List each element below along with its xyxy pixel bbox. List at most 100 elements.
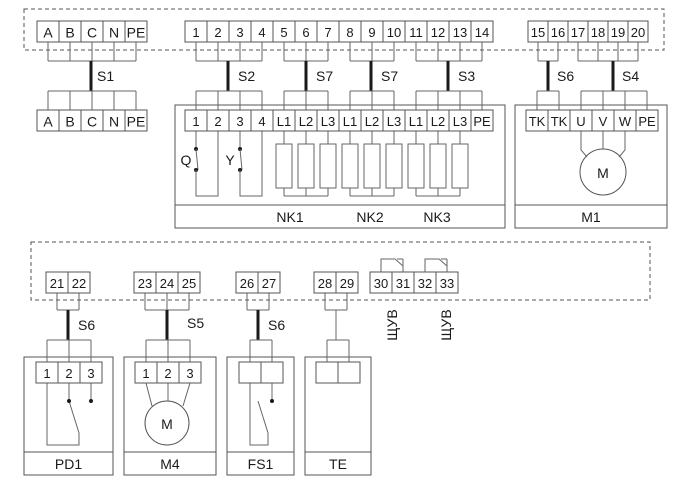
terminal-label: 16 <box>551 25 565 40</box>
terminal-label: 2 <box>214 114 221 129</box>
terminal-label: C <box>87 114 97 130</box>
heating-element <box>341 143 359 189</box>
terminal-label: PE <box>127 25 146 41</box>
contact-blade <box>195 148 199 171</box>
terminal-label: 26 <box>240 276 254 291</box>
terminal-label: 1 <box>43 366 50 381</box>
terminal-label: N <box>109 114 119 130</box>
terminal-label: L3 <box>453 114 467 129</box>
terminal-label: TK <box>529 114 546 129</box>
device-label: M4 <box>160 456 180 472</box>
terminal-label: 3 <box>236 25 243 40</box>
terminal <box>627 20 649 43</box>
terminal-label: 23 <box>138 276 152 291</box>
terminal-label: 8 <box>346 25 353 40</box>
terminal-label: L1 <box>277 114 291 129</box>
heating-element <box>407 143 425 189</box>
pd1-loop <box>46 383 80 446</box>
terminal-label: 24 <box>160 276 174 291</box>
relay-contact <box>380 258 404 272</box>
terminal <box>260 361 284 384</box>
terminal <box>124 20 148 43</box>
device-label-row <box>123 451 217 476</box>
terminal-label: 6 <box>302 25 309 40</box>
terminal-label: 14 <box>475 25 489 40</box>
controller-frames <box>23 8 668 476</box>
terminal-label: 25 <box>182 276 196 291</box>
device-label: FS1 <box>248 456 274 472</box>
heater-label: NK2 <box>356 209 383 225</box>
motor-wire-w <box>618 131 626 158</box>
heater-label: NK1 <box>276 209 303 225</box>
heating-element <box>297 143 315 189</box>
cable-label: S6 <box>268 317 285 333</box>
terminal <box>315 361 339 384</box>
contact-label: Y <box>225 152 235 168</box>
terminal-label: L3 <box>321 114 335 129</box>
contact-label: Q <box>181 152 192 168</box>
terminal-label: 10 <box>387 25 401 40</box>
terminal-label: 1 <box>192 114 199 129</box>
cable-label: S5 <box>187 315 204 331</box>
terminal-label: L2 <box>365 114 379 129</box>
cable-label: S4 <box>622 68 639 84</box>
terminal-label: U <box>576 114 585 129</box>
device-label-row <box>226 451 295 476</box>
terminal-label: B <box>65 25 74 41</box>
terminal <box>79 361 103 384</box>
motor-symbol <box>144 400 190 446</box>
terminal-label: B <box>65 114 74 130</box>
cable-label: S6 <box>557 68 574 84</box>
cable-label: S1 <box>97 68 114 84</box>
terminal-label: 4 <box>258 25 265 40</box>
heater-block-label-row <box>174 204 506 229</box>
terminal-label: 12 <box>431 25 445 40</box>
wires <box>46 42 648 446</box>
motor-wire-u <box>580 131 588 158</box>
terminal-label: 1 <box>192 25 199 40</box>
terminal-label: 20 <box>631 25 645 40</box>
motor-symbol-label: M <box>161 416 173 432</box>
terminal-label: 30 <box>374 276 388 291</box>
terminal-label: PE <box>473 114 491 129</box>
heating-element <box>429 143 447 189</box>
terminal-label: A <box>43 114 53 130</box>
terminal-label: 2 <box>65 366 72 381</box>
cable-label: S6 <box>78 317 95 333</box>
terminals <box>35 20 659 384</box>
cable-label: S7 <box>381 68 398 84</box>
terminal <box>124 109 148 132</box>
motor-block-label-row <box>514 204 668 229</box>
terminal-label: 1 <box>142 366 149 381</box>
terminal-label: L2 <box>431 114 445 129</box>
contact-loop <box>195 131 219 197</box>
terminal <box>257 271 281 294</box>
terminal-label: 22 <box>72 276 86 291</box>
terminal-label: W <box>619 114 632 129</box>
heating-element <box>451 143 469 189</box>
contact-loop <box>239 131 263 197</box>
terminal-label: PE <box>127 114 146 130</box>
terminal-label: N <box>109 25 119 41</box>
device-label: PD1 <box>55 456 82 472</box>
cable-label: S7 <box>316 68 333 84</box>
terminal <box>635 109 659 132</box>
terminal-label: 9 <box>368 25 375 40</box>
contact-dot <box>270 399 274 403</box>
motor-wire <box>182 382 191 407</box>
contact-blade <box>239 148 243 171</box>
heating-element <box>363 143 381 189</box>
cable-label: S2 <box>238 68 255 84</box>
terminal-label: A <box>43 25 53 41</box>
terminal-label: 3 <box>186 366 193 381</box>
terminal <box>67 271 91 294</box>
terminal-label: 13 <box>453 25 467 40</box>
terminal-label: V <box>599 114 608 129</box>
terminal-label: 28 <box>318 276 332 291</box>
relay-label: ЩУВ <box>438 309 454 340</box>
terminal-label: L1 <box>343 114 357 129</box>
terminal-label: 4 <box>258 114 265 129</box>
terminal-label: 32 <box>418 276 432 291</box>
